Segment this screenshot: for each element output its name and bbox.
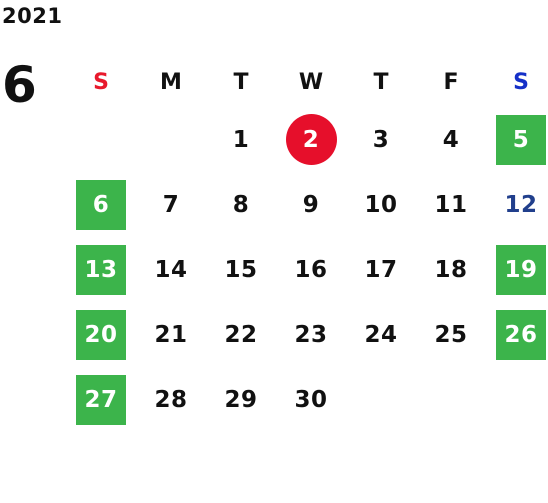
holiday-day-number[interactable]: 5 xyxy=(496,114,546,165)
day-cell[interactable]: 8 xyxy=(206,172,276,237)
day-cell xyxy=(416,367,486,432)
day-cell[interactable]: 20 xyxy=(66,302,136,367)
month-number: 6 xyxy=(2,56,37,114)
day-cell xyxy=(66,107,136,172)
day-cell[interactable]: 19 xyxy=(486,237,548,302)
calendar-grid: S M T W T F S 1 2 3 4 5 6 7 8 9 10 11 12… xyxy=(66,57,548,432)
day-cell[interactable]: 11 xyxy=(416,172,486,237)
today-day-number[interactable]: 2 xyxy=(285,114,337,165)
day-cell[interactable]: 16 xyxy=(276,237,346,302)
day-cell[interactable]: 10 xyxy=(346,172,416,237)
weekday-saturday: S xyxy=(513,69,529,95)
day-number[interactable]: 29 xyxy=(224,386,258,413)
day-number[interactable]: 8 xyxy=(232,191,250,218)
day-number[interactable]: 23 xyxy=(294,321,328,348)
day-cell[interactable]: 24 xyxy=(346,302,416,367)
day-cell[interactable]: 27 xyxy=(66,367,136,432)
day-cell[interactable]: 17 xyxy=(346,237,416,302)
day-cell xyxy=(136,107,206,172)
day-number[interactable]: 22 xyxy=(224,321,258,348)
day-cell[interactable]: 12 xyxy=(486,172,548,237)
day-number[interactable]: 16 xyxy=(294,256,328,283)
day-cell[interactable]: 29 xyxy=(206,367,276,432)
holiday-day-number[interactable]: 13 xyxy=(76,244,126,295)
day-number[interactable]: 11 xyxy=(434,191,468,218)
day-number[interactable]: 7 xyxy=(162,191,180,218)
holiday-day-number[interactable]: 19 xyxy=(496,244,546,295)
day-cell[interactable]: 3 xyxy=(346,107,416,172)
day-number[interactable]: 15 xyxy=(224,256,258,283)
day-cell[interactable]: 13 xyxy=(66,237,136,302)
day-cell[interactable]: 1 xyxy=(206,107,276,172)
day-number[interactable]: 28 xyxy=(154,386,188,413)
year-label: 2021 xyxy=(2,4,63,28)
day-number[interactable]: 10 xyxy=(364,191,398,218)
day-cell[interactable]: 5 xyxy=(486,107,548,172)
day-cell[interactable]: 22 xyxy=(206,302,276,367)
weekday-tuesday: T xyxy=(233,69,249,95)
weekday-wednesday: W xyxy=(298,69,324,95)
day-cell[interactable]: 30 xyxy=(276,367,346,432)
day-cell[interactable]: 7 xyxy=(136,172,206,237)
day-cell[interactable]: 28 xyxy=(136,367,206,432)
day-cell[interactable]: 14 xyxy=(136,237,206,302)
day-cell[interactable]: 25 xyxy=(416,302,486,367)
day-number[interactable]: 4 xyxy=(442,126,460,153)
day-number[interactable]: 25 xyxy=(434,321,468,348)
weekday-friday: F xyxy=(443,69,459,95)
holiday-day-number[interactable]: 27 xyxy=(76,374,126,425)
day-cell[interactable]: 18 xyxy=(416,237,486,302)
day-number[interactable]: 21 xyxy=(154,321,188,348)
day-cell[interactable]: 26 xyxy=(486,302,548,367)
day-number[interactable]: 18 xyxy=(434,256,468,283)
day-cell xyxy=(486,367,548,432)
day-number[interactable]: 17 xyxy=(364,256,398,283)
weekday-monday: M xyxy=(160,69,182,95)
day-number[interactable]: 9 xyxy=(302,191,320,218)
day-number[interactable]: 12 xyxy=(504,191,538,218)
day-number[interactable]: 30 xyxy=(294,386,328,413)
day-number[interactable]: 24 xyxy=(364,321,398,348)
day-number[interactable]: 1 xyxy=(232,126,250,153)
day-cell[interactable]: 6 xyxy=(66,172,136,237)
day-cell[interactable]: 2 xyxy=(276,107,346,172)
holiday-day-number[interactable]: 26 xyxy=(496,309,546,360)
day-cell[interactable]: 9 xyxy=(276,172,346,237)
weekday-sunday: S xyxy=(93,69,109,95)
day-cell[interactable]: 4 xyxy=(416,107,486,172)
weekday-thursday: T xyxy=(373,69,389,95)
day-cell[interactable]: 21 xyxy=(136,302,206,367)
day-number[interactable]: 14 xyxy=(154,256,188,283)
day-cell[interactable]: 23 xyxy=(276,302,346,367)
holiday-day-number[interactable]: 6 xyxy=(76,179,126,230)
holiday-day-number[interactable]: 20 xyxy=(76,309,126,360)
day-cell xyxy=(346,367,416,432)
day-cell[interactable]: 15 xyxy=(206,237,276,302)
day-number[interactable]: 3 xyxy=(372,126,390,153)
